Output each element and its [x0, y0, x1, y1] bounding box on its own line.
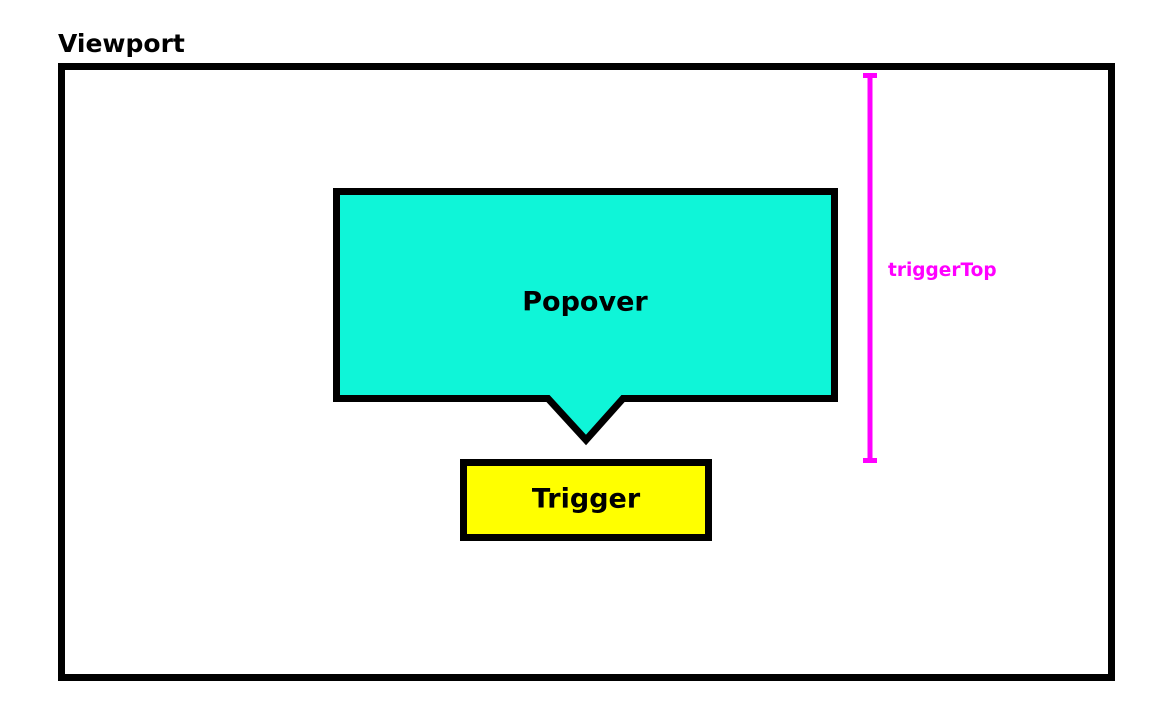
viewport-title: Viewport — [58, 29, 185, 58]
measurement-label: triggerTop — [888, 260, 997, 281]
trigger-label: Trigger — [532, 484, 641, 515]
measurement-cap-top — [863, 73, 877, 78]
trigger-top-measurement — [863, 73, 877, 463]
measurement-cap-bottom — [863, 458, 877, 463]
popover-shape[interactable] — [333, 188, 838, 446]
trigger-shape[interactable] — [460, 459, 712, 541]
viewport-frame — [58, 63, 1115, 681]
measurement-line — [867, 73, 873, 463]
popover-label: Popover — [522, 287, 648, 318]
